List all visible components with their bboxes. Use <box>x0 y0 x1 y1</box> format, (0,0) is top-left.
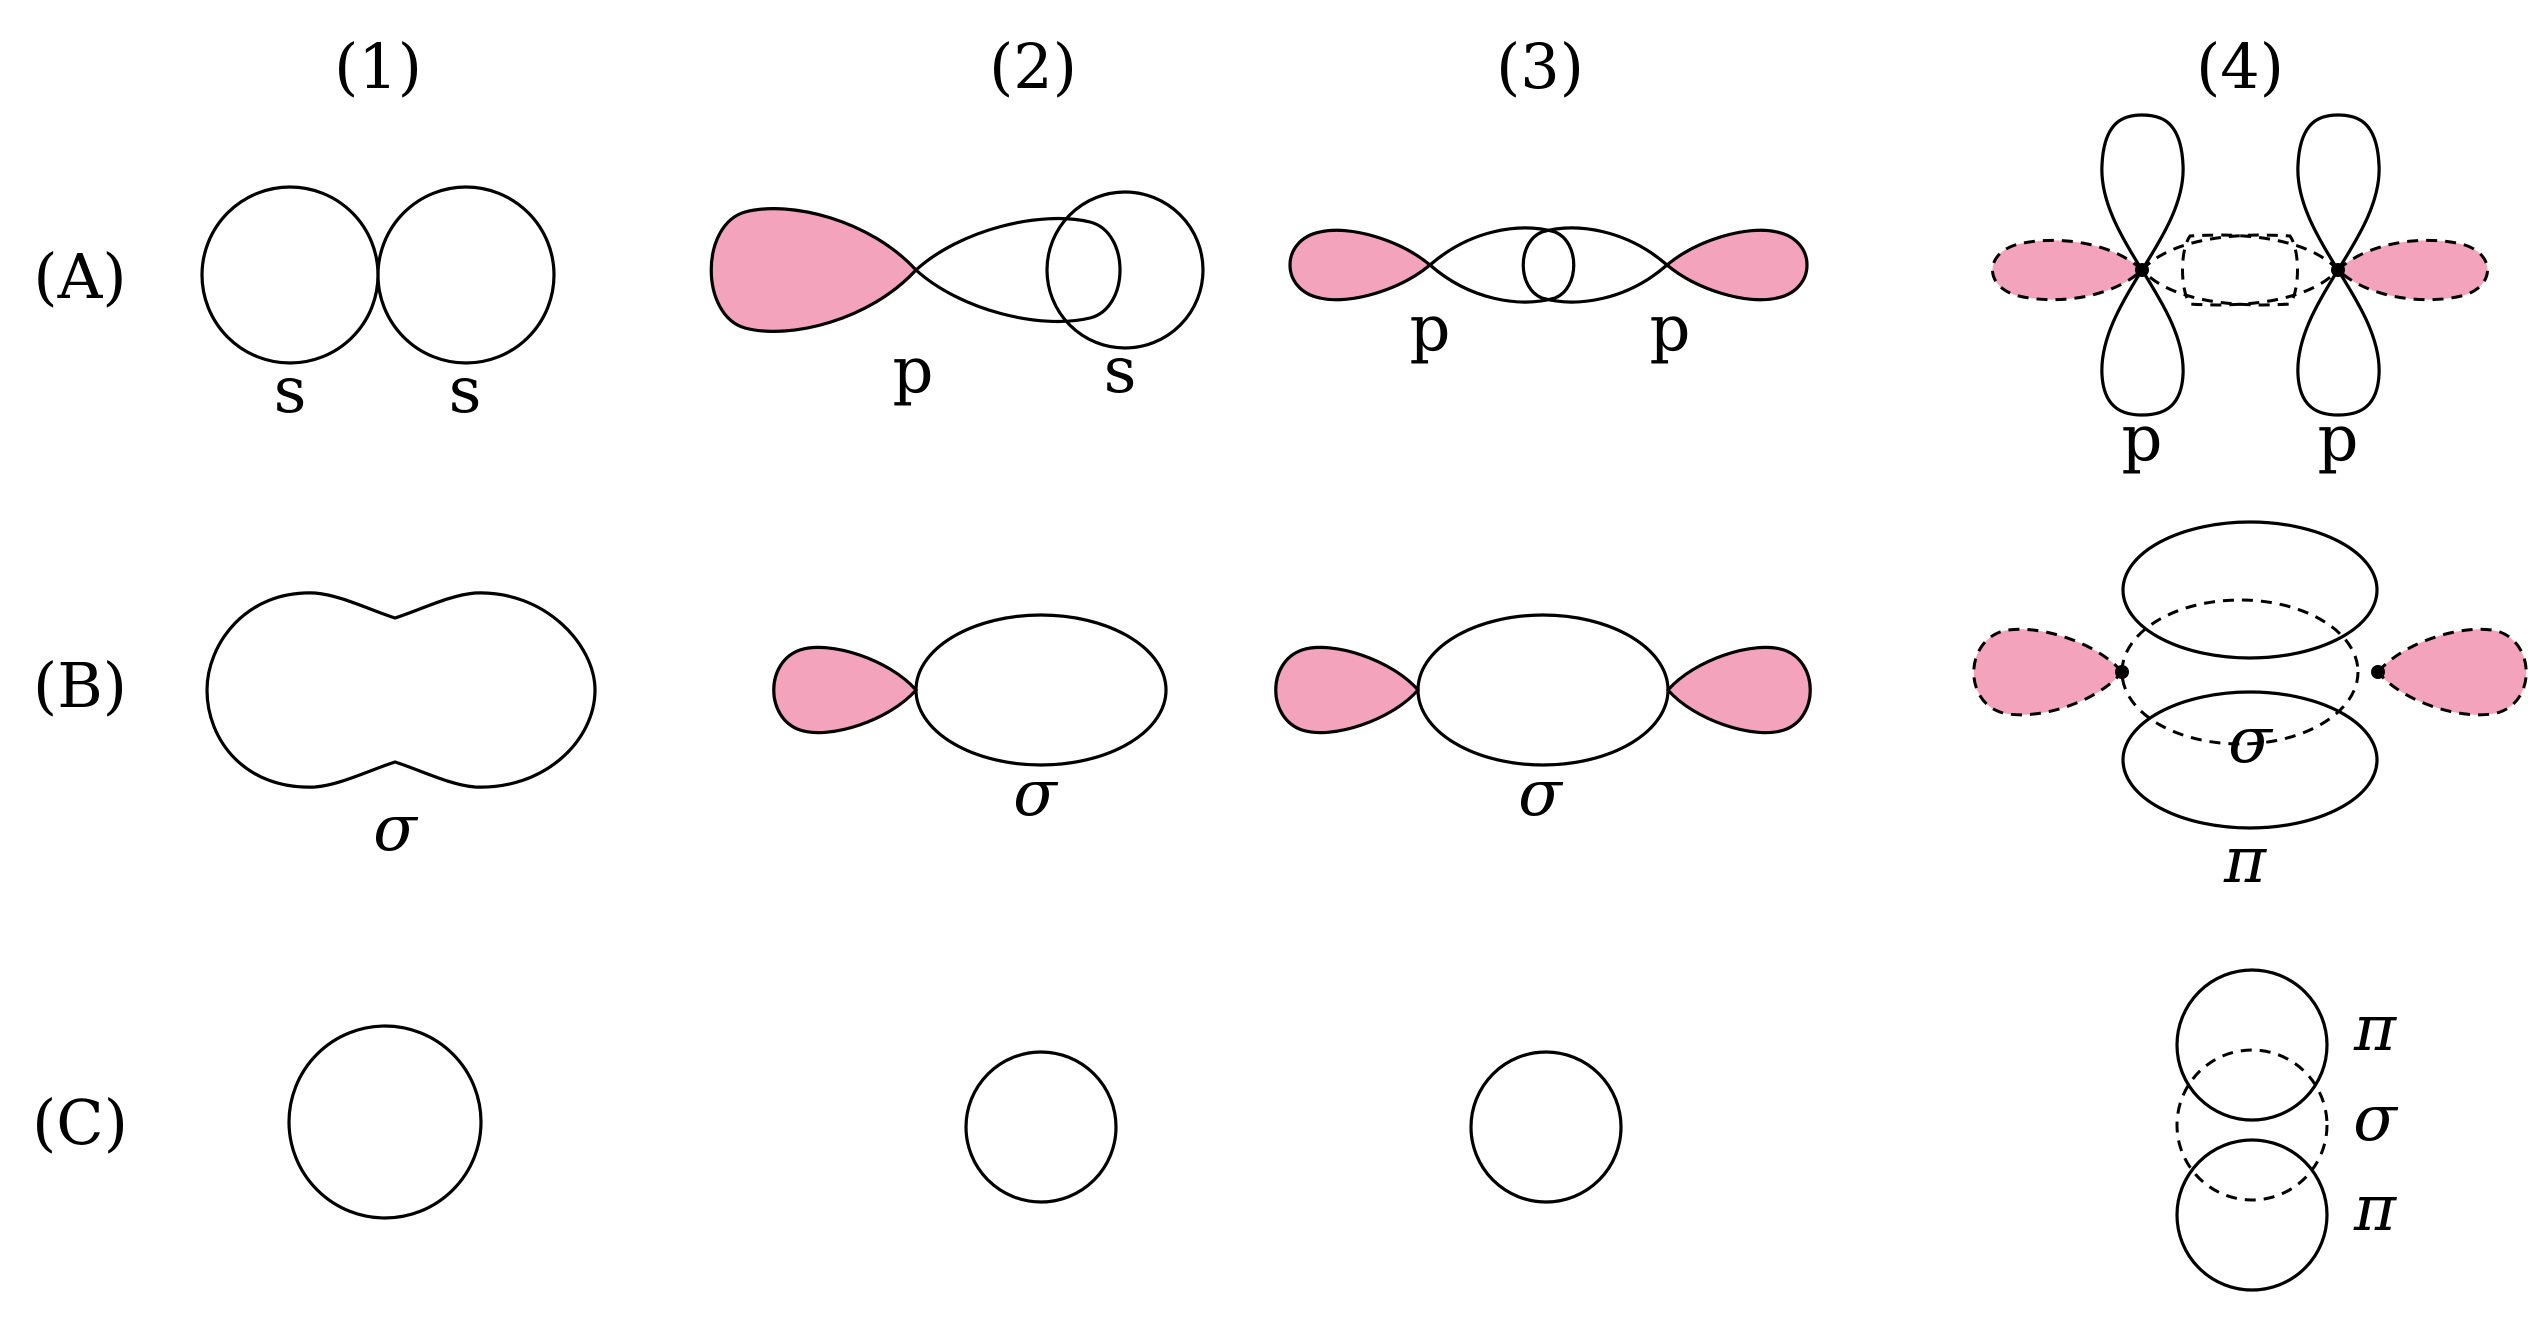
orbital-label-A4-p-right: p <box>2318 402 2359 476</box>
column-header-2: (2) <box>989 30 1077 103</box>
p-lobe-left-open <box>1427 226 1576 304</box>
bond-label-B2-sigma: σ <box>1013 757 1059 831</box>
sigma-bond-outline <box>205 591 597 789</box>
bond-label-C4-pi-upper: π <box>2353 992 2397 1066</box>
p-lobe-right-outer <box>2335 238 2489 302</box>
p-lobe-shaded <box>709 207 919 333</box>
row-header-C: (C) <box>32 1086 128 1159</box>
s-orbital <box>1045 190 1205 350</box>
orbital-label-A2-s: s <box>1104 334 1137 408</box>
orbital-label-A3-p-left: p <box>1410 292 1451 366</box>
diagram-A1-s-s-overlap <box>200 185 556 365</box>
p-lobe-right-inner <box>2181 233 2341 307</box>
nucleus-right <box>2331 263 2345 277</box>
sigma-bond-region <box>1416 613 1670 767</box>
diagram-B2-sigma-bond <box>772 613 1168 767</box>
nucleus-right <box>2371 665 2385 679</box>
p-lobe-left-down <box>2100 266 2185 417</box>
bond-label-B3-sigma: σ <box>1518 757 1564 831</box>
bond-label-B4-sigma: σ <box>2228 704 2274 778</box>
cross-section-C1 <box>287 1024 483 1220</box>
p-lobe-open <box>913 216 1122 324</box>
p-lobe-right-shaded <box>2376 627 2528 717</box>
pi-bond-upper <box>2121 520 2379 660</box>
p-lobe-right-up <box>2296 113 2381 274</box>
column-header-3: (3) <box>1496 30 1584 103</box>
p-lobe-right-down <box>2296 266 2381 417</box>
p-lobe-right-open <box>1521 226 1670 304</box>
orbital-label-A1-s-left: s <box>274 354 307 428</box>
p-lobe-left-inner <box>2139 233 2299 307</box>
bond-label-C4-sigma: σ <box>2353 1082 2399 1156</box>
row-header-B: (B) <box>33 649 127 722</box>
s-orbital-right <box>376 185 556 365</box>
p-lobe-left-up <box>2100 113 2185 274</box>
sigma-bond-region <box>914 613 1168 767</box>
p-lobe-left-shaded <box>1972 627 2124 717</box>
cross-section-C4 <box>2175 968 2329 1292</box>
sigma-circle <box>2175 1048 2329 1202</box>
diagram-A2-p-s-overlap <box>709 190 1205 350</box>
row-header-A: (A) <box>33 240 126 313</box>
s-orbital-left <box>200 185 380 365</box>
diagram-B4-sigma-pi-bond <box>1972 520 2528 830</box>
orbital-label-A1-s-right: s <box>449 354 482 428</box>
cross-section-C2 <box>964 1050 1118 1204</box>
pi-upper-circle <box>2175 968 2329 1122</box>
cross-section-C3 <box>1469 1050 1623 1204</box>
p-lobe-right-shaded <box>1664 228 1809 302</box>
diagram-A3-p-p-overlap <box>1288 226 1809 304</box>
nucleus-left <box>2135 263 2149 277</box>
diagram-B3-sigma-bond <box>1274 613 1812 767</box>
orbital-label-A4-p-left: p <box>2122 402 2163 476</box>
column-header-4: (4) <box>2196 30 2284 103</box>
p-lobe-left-shaded <box>1288 228 1433 302</box>
diagram-B1-sigma-bond <box>205 591 597 789</box>
pi-lower-circle <box>2175 1138 2329 1292</box>
orbital-label-A2-p: p <box>893 334 934 408</box>
p-lobe-left-outer <box>1991 238 2145 302</box>
pi-bond-lower <box>2121 690 2379 830</box>
diagram-A4-p-p-side <box>1991 113 2489 417</box>
orbital-label-A3-p-right: p <box>1650 292 1691 366</box>
bond-label-C4-pi-lower: π <box>2353 1172 2397 1246</box>
p-lobe-left-shaded <box>1274 645 1421 735</box>
column-header-1: (1) <box>334 30 422 103</box>
bond-label-B4-pi: π <box>2223 824 2267 898</box>
nucleus-left <box>2115 665 2129 679</box>
p-lobe-back-shaded <box>772 645 919 735</box>
p-lobe-right-shaded <box>1665 645 1812 735</box>
bond-label-B1-sigma: σ <box>373 792 419 866</box>
sigma-bond-region <box>2120 598 2360 746</box>
